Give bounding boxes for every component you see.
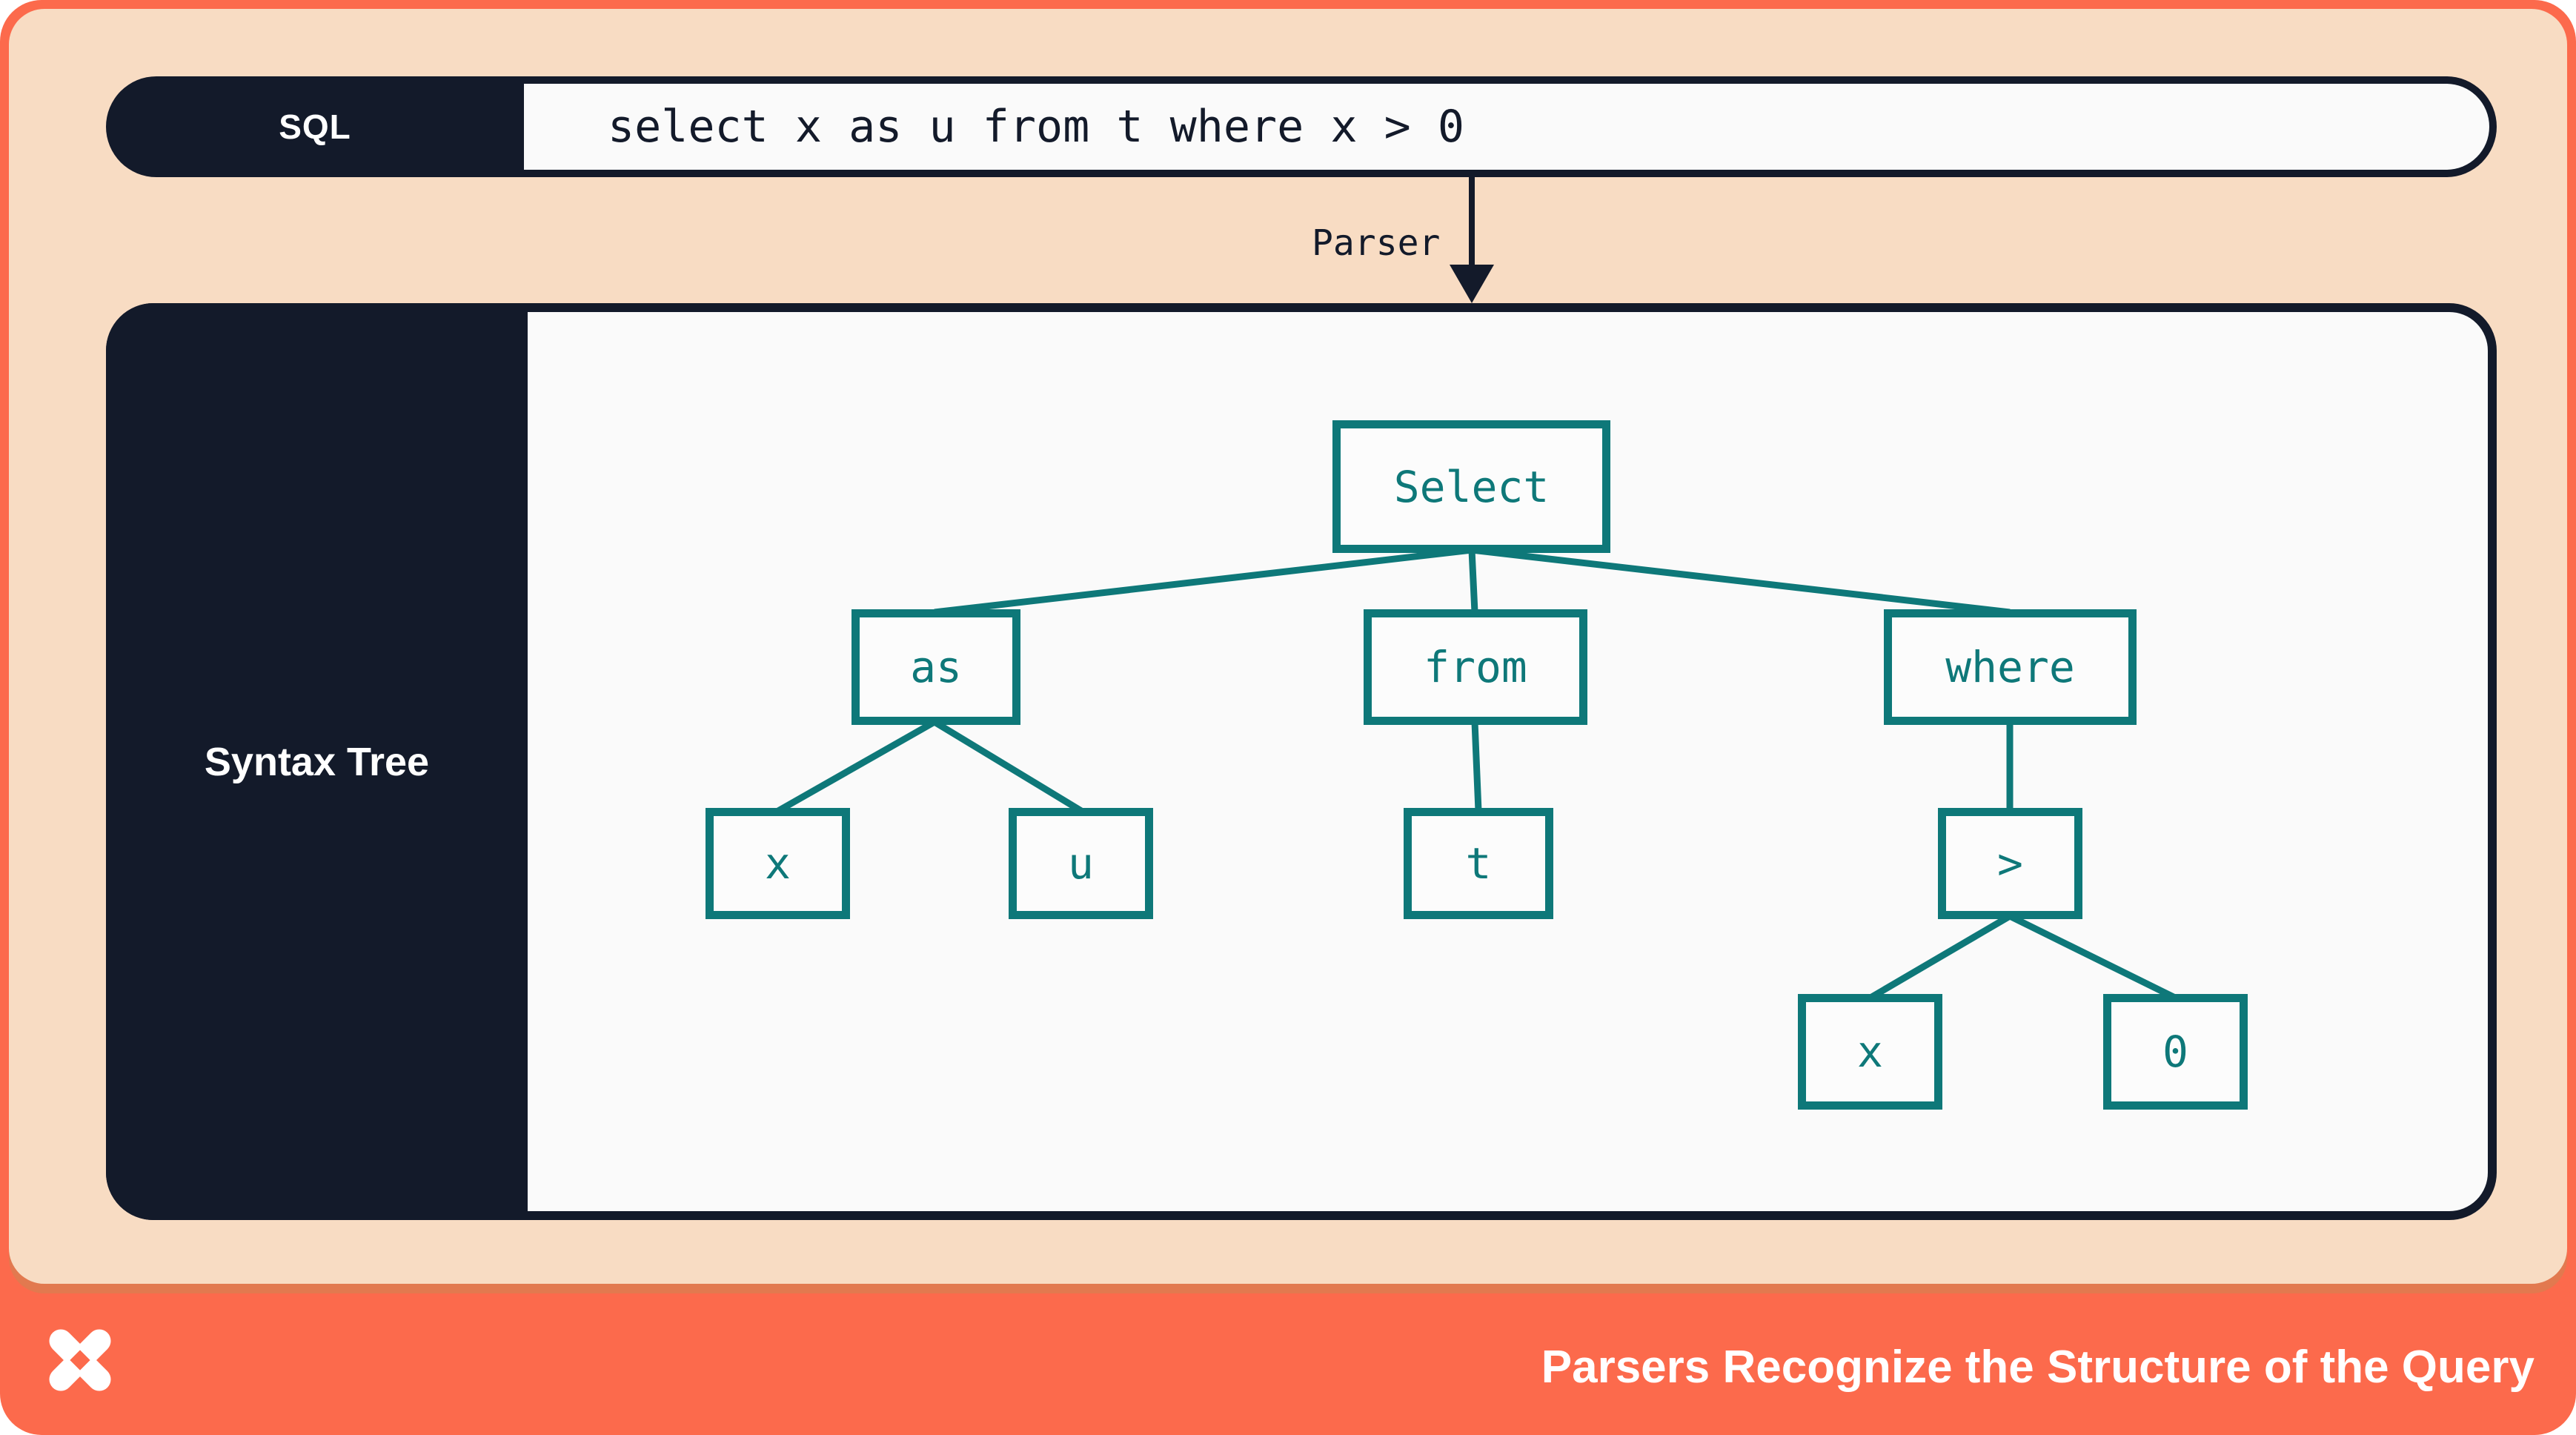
tree-node-from: from (1364, 609, 1587, 725)
tree-node-x-cond: x (1798, 994, 1942, 1110)
tree-node-as: as (852, 609, 1020, 725)
syntax-tree-side-panel: Syntax Tree (106, 303, 528, 1220)
sql-bar: SQL select x as u from t where x > 0 (106, 76, 2497, 177)
tree-node-where: where (1884, 609, 2137, 725)
parser-arrow-head-icon (1450, 265, 1494, 303)
tree-node-zero: 0 (2103, 994, 2248, 1110)
sql-query-text: select x as u from t where x > 0 (608, 101, 1464, 153)
parser-label: Parser (1312, 222, 1441, 264)
tree-node-t: t (1404, 808, 1553, 919)
tree-node-gt: > (1938, 808, 2082, 919)
dolt-logo-icon (49, 1329, 111, 1391)
footer-caption: Parsers Recognize the Structure of the Q… (1541, 1342, 2534, 1393)
tree-node-select: Select (1332, 420, 1610, 553)
syntax-tree-label: Syntax Tree (204, 739, 430, 784)
tree-node-x-alias: x (706, 808, 850, 919)
sql-query-area: select x as u from t where x > 0 (524, 84, 2489, 170)
tree-node-u: u (1009, 808, 1153, 919)
sql-bar-label: SQL (279, 107, 351, 146)
parser-arrow-line (1469, 177, 1475, 271)
